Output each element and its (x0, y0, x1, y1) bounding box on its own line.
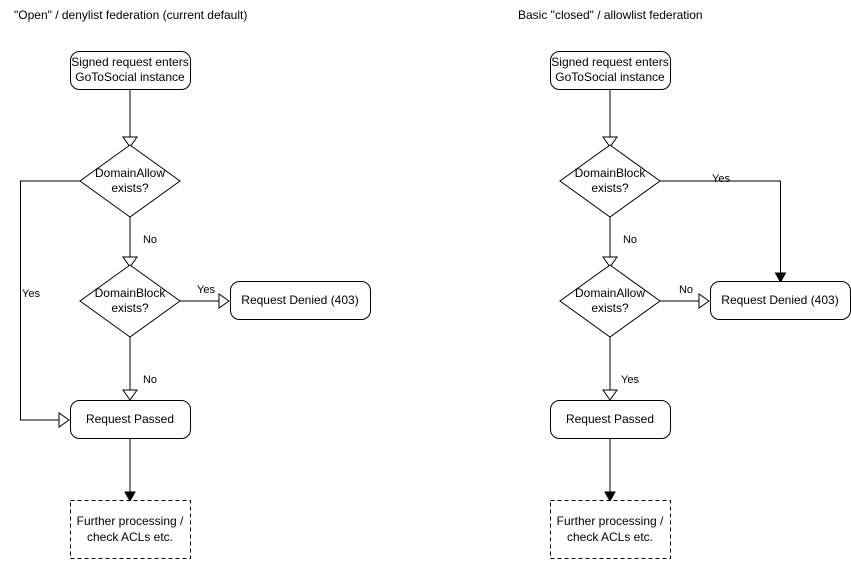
label-domainblock-no: No (623, 234, 637, 246)
further-processing-line1: Further processing / (77, 514, 184, 528)
label-domainallow-yes: Yes (22, 288, 40, 300)
domainallow-line2: exists? (591, 301, 629, 315)
label-domainblock-yes: Yes (197, 284, 215, 296)
entry-box-line2: GoToSocial instance (555, 70, 665, 84)
request-denied-label: Request Denied (403) (241, 293, 358, 307)
domainblock-line2: exists? (591, 181, 629, 195)
domainblock-line1: DomainBlock (575, 166, 647, 180)
node-further-processing-right: Further processing / check ACLs etc. (550, 500, 671, 559)
chart-title-closed-allowlist: Basic "closed" / allowlist federation (518, 8, 703, 22)
edge-domainallow-no-right: No (660, 284, 710, 309)
domainblock-line2: exists? (111, 301, 149, 315)
further-processing-line2: check ACLs etc. (567, 530, 653, 544)
domainallow-line2: exists? (111, 181, 149, 195)
label-domainallow-no: No (143, 234, 157, 246)
edge-domainblock-no: No (122, 337, 157, 401)
edge-domainallow-yes-right: Yes (602, 337, 639, 401)
node-domainblock-left: DomainBlock exists? (79, 264, 181, 338)
entry-box-line1: Signed request enters (71, 55, 188, 69)
request-passed-label: Request Passed (86, 412, 174, 426)
request-passed-box-shape (550, 400, 671, 439)
edge-passed-to-further-left (124, 439, 136, 503)
edge-passed-to-further-right (604, 439, 616, 503)
further-processing-line2: check ACLs etc. (87, 530, 173, 544)
edge-domainblock-no-right: No (602, 217, 637, 268)
further-processing-box-shape (550, 500, 671, 559)
node-request-passed-left: Request Passed (70, 400, 191, 439)
edge-domainallow-yes: Yes (20, 180, 80, 428)
edge-entry-to-domainallow (122, 89, 138, 148)
node-entry-left: Signed request enters GoToSocial instanc… (70, 51, 191, 90)
further-processing-line1: Further processing / (557, 514, 664, 528)
entry-box-line2: GoToSocial instance (75, 70, 185, 84)
domainallow-line1: DomainAllow (575, 286, 645, 300)
node-request-denied-left: Request Denied (403) (230, 281, 371, 320)
domainallow-line1: DomainAllow (95, 166, 165, 180)
node-request-passed-right: Request Passed (550, 400, 671, 439)
label-domainallow-no: No (679, 284, 693, 296)
node-domainblock-right: DomainBlock exists? (559, 144, 661, 218)
domainblock-line1: DomainBlock (95, 286, 167, 300)
node-entry-right: Signed request enters GoToSocial instanc… (550, 51, 671, 90)
node-domainallow-left: DomainAllow exists? (79, 144, 181, 218)
edge-entry-to-domainblock (602, 89, 618, 148)
chart-closed-allowlist: Basic "closed" / allowlist federation Si… (518, 8, 851, 559)
request-passed-box-shape (70, 400, 191, 439)
label-domainallow-yes: Yes (621, 374, 639, 386)
chart-open-denylist: "Open" / denylist federation (current de… (14, 8, 371, 559)
edge-domainblock-yes-right: Yes (660, 173, 787, 284)
request-denied-label: Request Denied (403) (721, 293, 838, 307)
request-denied-box-shape (230, 281, 371, 320)
label-domainblock-no: No (143, 374, 157, 386)
request-passed-label: Request Passed (566, 412, 654, 426)
node-request-denied-right: Request Denied (403) (710, 281, 851, 320)
chart-title-open-denylist: "Open" / denylist federation (current de… (14, 8, 247, 22)
node-further-processing-left: Further processing / check ACLs etc. (70, 500, 191, 559)
node-domainallow-right: DomainAllow exists? (559, 264, 661, 338)
label-domainblock-yes: Yes (712, 173, 730, 185)
edge-domainallow-no: No (122, 217, 157, 268)
entry-box-line1: Signed request enters (551, 55, 668, 69)
edge-domainblock-yes: Yes (180, 284, 230, 309)
further-processing-box-shape (70, 500, 191, 559)
